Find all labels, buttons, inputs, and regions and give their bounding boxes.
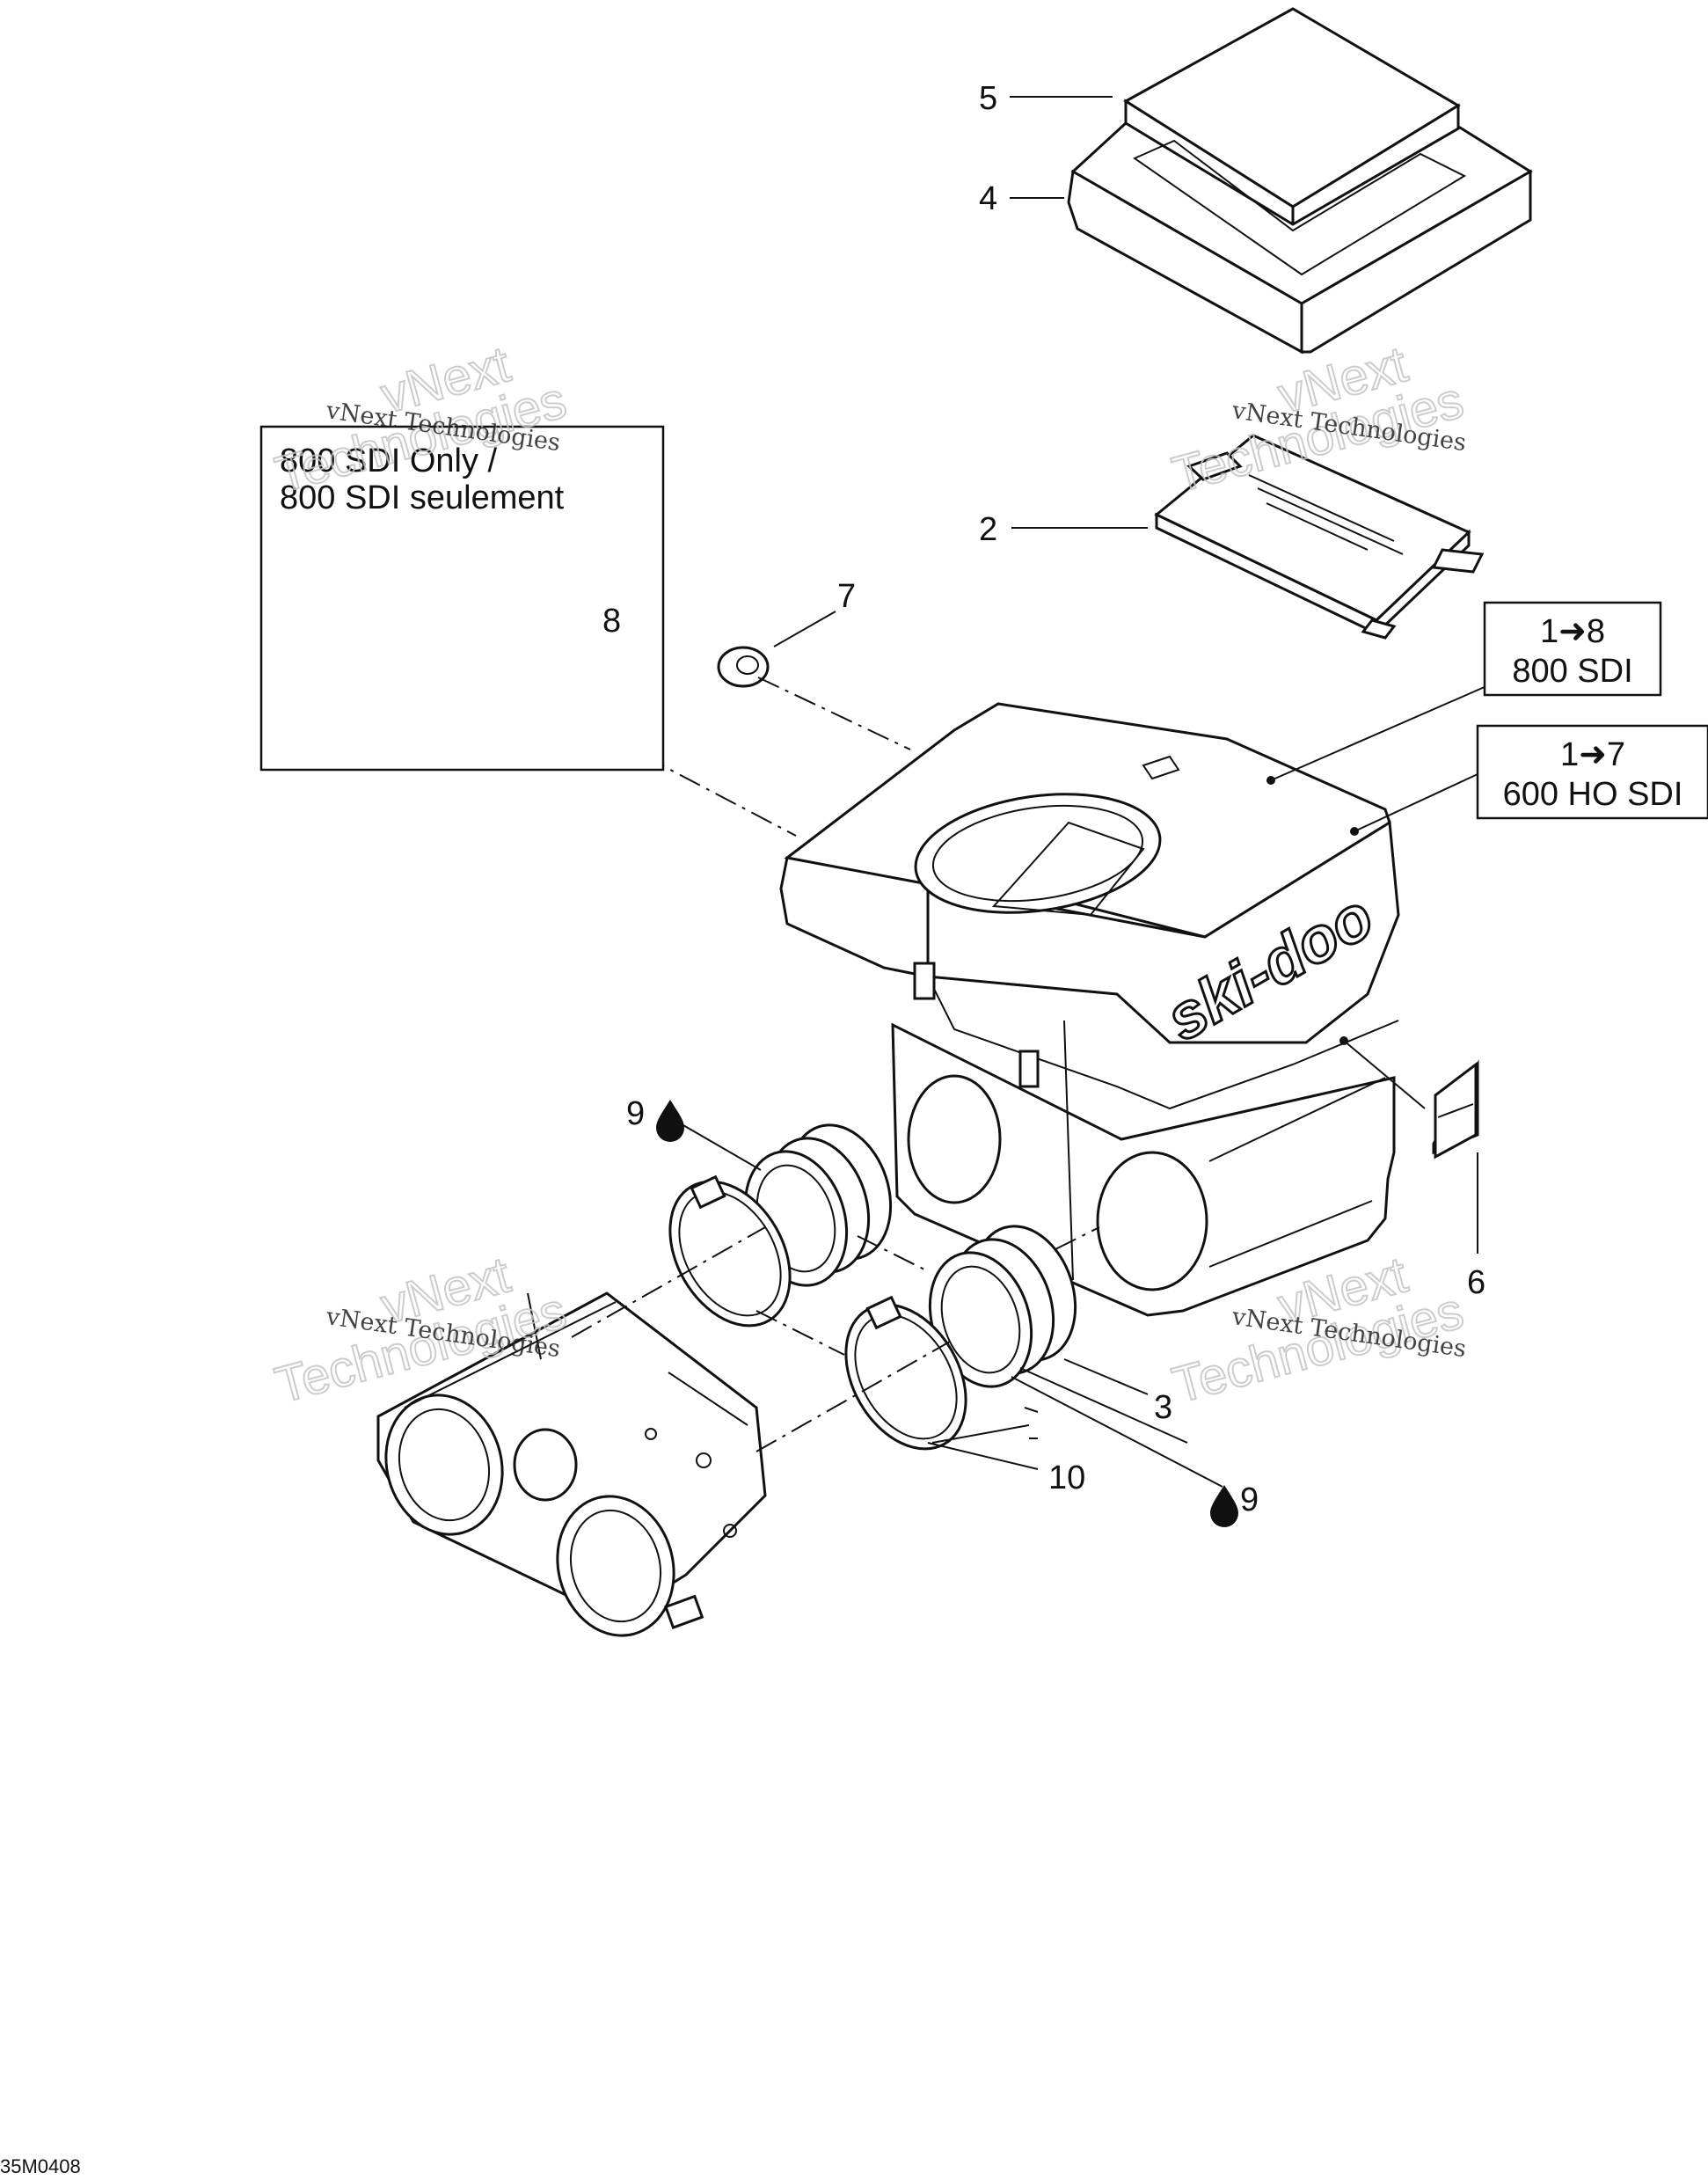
part-clamp-upper — [668, 1174, 792, 1328]
callout-5: 5 — [979, 80, 997, 117]
box-kit-800: 1➜8 800 SDI — [1483, 601, 1662, 697]
box-800-line1: 800 SDI Only / — [280, 443, 498, 479]
part-throttle-body — [376, 1291, 767, 1637]
part-filter-frame — [1067, 121, 1533, 355]
callout-4: 4 — [979, 180, 997, 217]
reference-code: 35M0408 — [0, 2155, 81, 2177]
part-adaptor-lower — [928, 1225, 1077, 1388]
box-kit-800-line2: 800 SDI — [1512, 653, 1632, 690]
callout-2: 2 — [979, 511, 997, 548]
box-kit-600: 1➜7 600 HO SDI — [1476, 724, 1708, 820]
callout-7: 7 — [837, 578, 856, 615]
box-kit-600-line2: 600 HO SDI — [1503, 776, 1683, 813]
callout-3: 3 — [1154, 1389, 1172, 1426]
part-decal — [1432, 1059, 1479, 1159]
callout-9-upper: 9 — [626, 1095, 645, 1132]
callout-9-lower: 9 — [1240, 1481, 1259, 1518]
part-grommet — [717, 646, 770, 688]
callout-8: 8 — [602, 603, 621, 640]
box-kit-600-line1: 1➜7 — [1560, 736, 1625, 773]
box-800-sdi-only: 800 SDI Only / 800 SDI seulement — [259, 425, 665, 772]
part-clamp-lower — [844, 1295, 967, 1451]
callouts: 5 4 2 7 8 6 3 10 9 9 — [602, 80, 1485, 1518]
part-adaptor-upper — [743, 1123, 893, 1287]
watermark-left-top: vNext Technologies vNext Technologies — [269, 334, 573, 504]
callout-6: 6 — [1467, 1264, 1485, 1301]
box-kit-800-line1: 1➜8 — [1540, 613, 1605, 650]
callout-10: 10 — [1048, 1459, 1085, 1496]
part-plate — [1154, 434, 1485, 640]
oil-drop-icon — [656, 1100, 684, 1142]
oil-drop-icon — [1210, 1485, 1238, 1527]
box-800-line2: 800 SDI seulement — [280, 479, 565, 516]
